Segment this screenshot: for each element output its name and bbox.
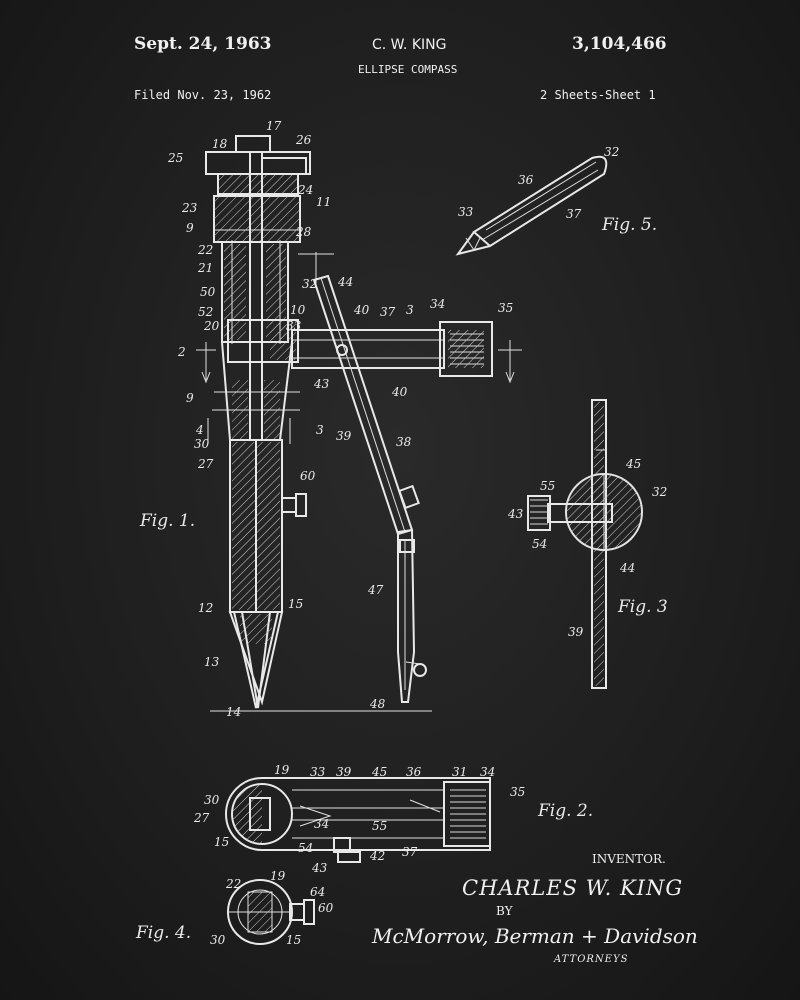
fig5-label: Fig. 5. (601, 215, 657, 235)
fig2-ref-45: 45 (371, 765, 387, 779)
ref-2-left: 2 (177, 345, 186, 359)
fig5-ref-36: 36 (518, 173, 534, 187)
ref-32b: 37 (380, 305, 396, 319)
fig2-ref-30: 30 (204, 793, 220, 807)
ref-39: 39 (336, 429, 352, 443)
ref-22: 22 (197, 243, 213, 257)
fig2-ref-35: 35 (510, 785, 525, 799)
ref-32a: 32 (302, 277, 317, 291)
fig4-drawing (227, 879, 315, 945)
fig3-ref-54: 54 (532, 537, 547, 551)
ref-30: 30 (194, 437, 210, 451)
fig2-ref-31: 31 (452, 765, 467, 779)
patent-title: ELLIPSE COMPASS (358, 63, 458, 76)
ref-40-top: 40 (353, 303, 370, 317)
fig4-ref-64: 64 (310, 885, 325, 899)
ref-26: 26 (295, 133, 312, 147)
inventor-header: C. W. KING (372, 37, 447, 53)
ref-10: 10 (290, 303, 306, 317)
ref-15: 15 (288, 597, 303, 611)
ref-3-right: 3 (406, 303, 414, 317)
ref-47: 47 (367, 583, 384, 597)
fig5-drawing (455, 155, 608, 256)
ref-12: 12 (198, 601, 213, 615)
fig4-label: Fig. 4. (135, 923, 191, 943)
ref-50: 50 (200, 285, 216, 299)
ref-21: 21 (197, 261, 213, 275)
by-label: BY (496, 904, 513, 918)
fig4-ref-30: 30 (210, 933, 226, 947)
patent-number: 3,104,466 (572, 34, 667, 54)
fig3-ref-55: 55 (540, 479, 555, 493)
ref-43: 43 (313, 377, 330, 391)
reference-numerals: 18 17 26 25 24 11 23 9 22 21 50 52 20 28… (167, 119, 667, 947)
fig1-label: Fig. 1. (139, 511, 195, 531)
fig2-ref-43: 43 (311, 861, 328, 875)
fig3-ref-32: 32 (652, 485, 667, 499)
fig2-ref-37: 37 (402, 845, 418, 859)
fig2-ref-34: 34 (480, 765, 495, 779)
fig2-ref-19: 19 (274, 763, 290, 777)
ref-11: 11 (316, 195, 331, 209)
ref-44: 44 (337, 275, 353, 289)
ref-60: 60 (300, 469, 316, 483)
ref-4-left: 4 (195, 423, 204, 437)
fig3-ref-44: 44 (619, 561, 635, 575)
fig1-drawing (196, 135, 522, 712)
fig2-ref-15: 15 (214, 835, 229, 849)
fig3-drawing (527, 399, 643, 689)
attorneys-signature: McMorrow, Berman + Davidson (372, 924, 698, 948)
ref-40-low: 40 (391, 385, 408, 399)
fig3-ref-39: 39 (568, 625, 584, 639)
fig2-label: Fig. 2. (537, 801, 593, 821)
ref-28: 28 (295, 225, 312, 239)
attorneys-caption: ATTORNEYS (554, 954, 629, 965)
inventor-name: CHARLES W. KING (462, 876, 684, 900)
ref-23: 23 (181, 201, 198, 215)
fig2-ref-55: 55 (372, 819, 387, 833)
ref-9-top: 9 (186, 221, 194, 235)
ref-33: 33 (286, 319, 302, 333)
fig2-ref-36: 36 (406, 765, 422, 779)
fig2-drawing (225, 777, 491, 863)
fig3-ref-45: 45 (625, 457, 641, 471)
ref-17: 17 (266, 119, 282, 133)
inventor-caption: INVENTOR. (592, 852, 666, 866)
ref-52: 52 (198, 305, 213, 319)
fig2-ref-42: 42 (369, 849, 385, 863)
fig5-ref-33: 33 (458, 205, 474, 219)
fig5-ref-32: 32 (604, 145, 619, 159)
fig5-ref-37: 37 (566, 207, 582, 221)
fig2-ref-33: 33 (310, 765, 326, 779)
ref-14: 14 (226, 705, 241, 719)
fig2-ref-54: 54 (298, 841, 313, 855)
ref-34: 34 (430, 297, 445, 311)
ref-27: 27 (197, 457, 214, 471)
ref-3-low: 3 (316, 423, 324, 437)
fig2-ref-27: 27 (193, 811, 210, 825)
ref-13: 13 (204, 655, 220, 669)
ref-38: 38 (396, 435, 412, 449)
ref-9-low: 9 (186, 391, 194, 405)
patent-date: Sept. 24, 1963 (134, 34, 272, 54)
fig4-ref-22: 22 (225, 877, 241, 891)
sheet-count: 2 Sheets-Sheet 1 (540, 88, 656, 102)
fig3-ref-43: 43 (507, 507, 524, 521)
fig4-ref-19: 19 (270, 869, 286, 883)
ref-35: 35 (498, 301, 513, 315)
fig2-ref-39: 39 (336, 765, 352, 779)
ref-25: 25 (167, 151, 183, 165)
ref-20: 20 (203, 319, 220, 333)
fig4-ref-60: 60 (318, 901, 334, 915)
ref-18: 18 (212, 137, 228, 151)
ref-24: 24 (297, 183, 313, 197)
fig3-label: Fig. 3 (617, 597, 668, 617)
ref-48: 48 (369, 697, 386, 711)
fig2-ref-34b: 34 (314, 817, 329, 831)
filed-date: Filed Nov. 23, 1962 (134, 88, 272, 102)
fig4-ref-15: 15 (286, 933, 301, 947)
